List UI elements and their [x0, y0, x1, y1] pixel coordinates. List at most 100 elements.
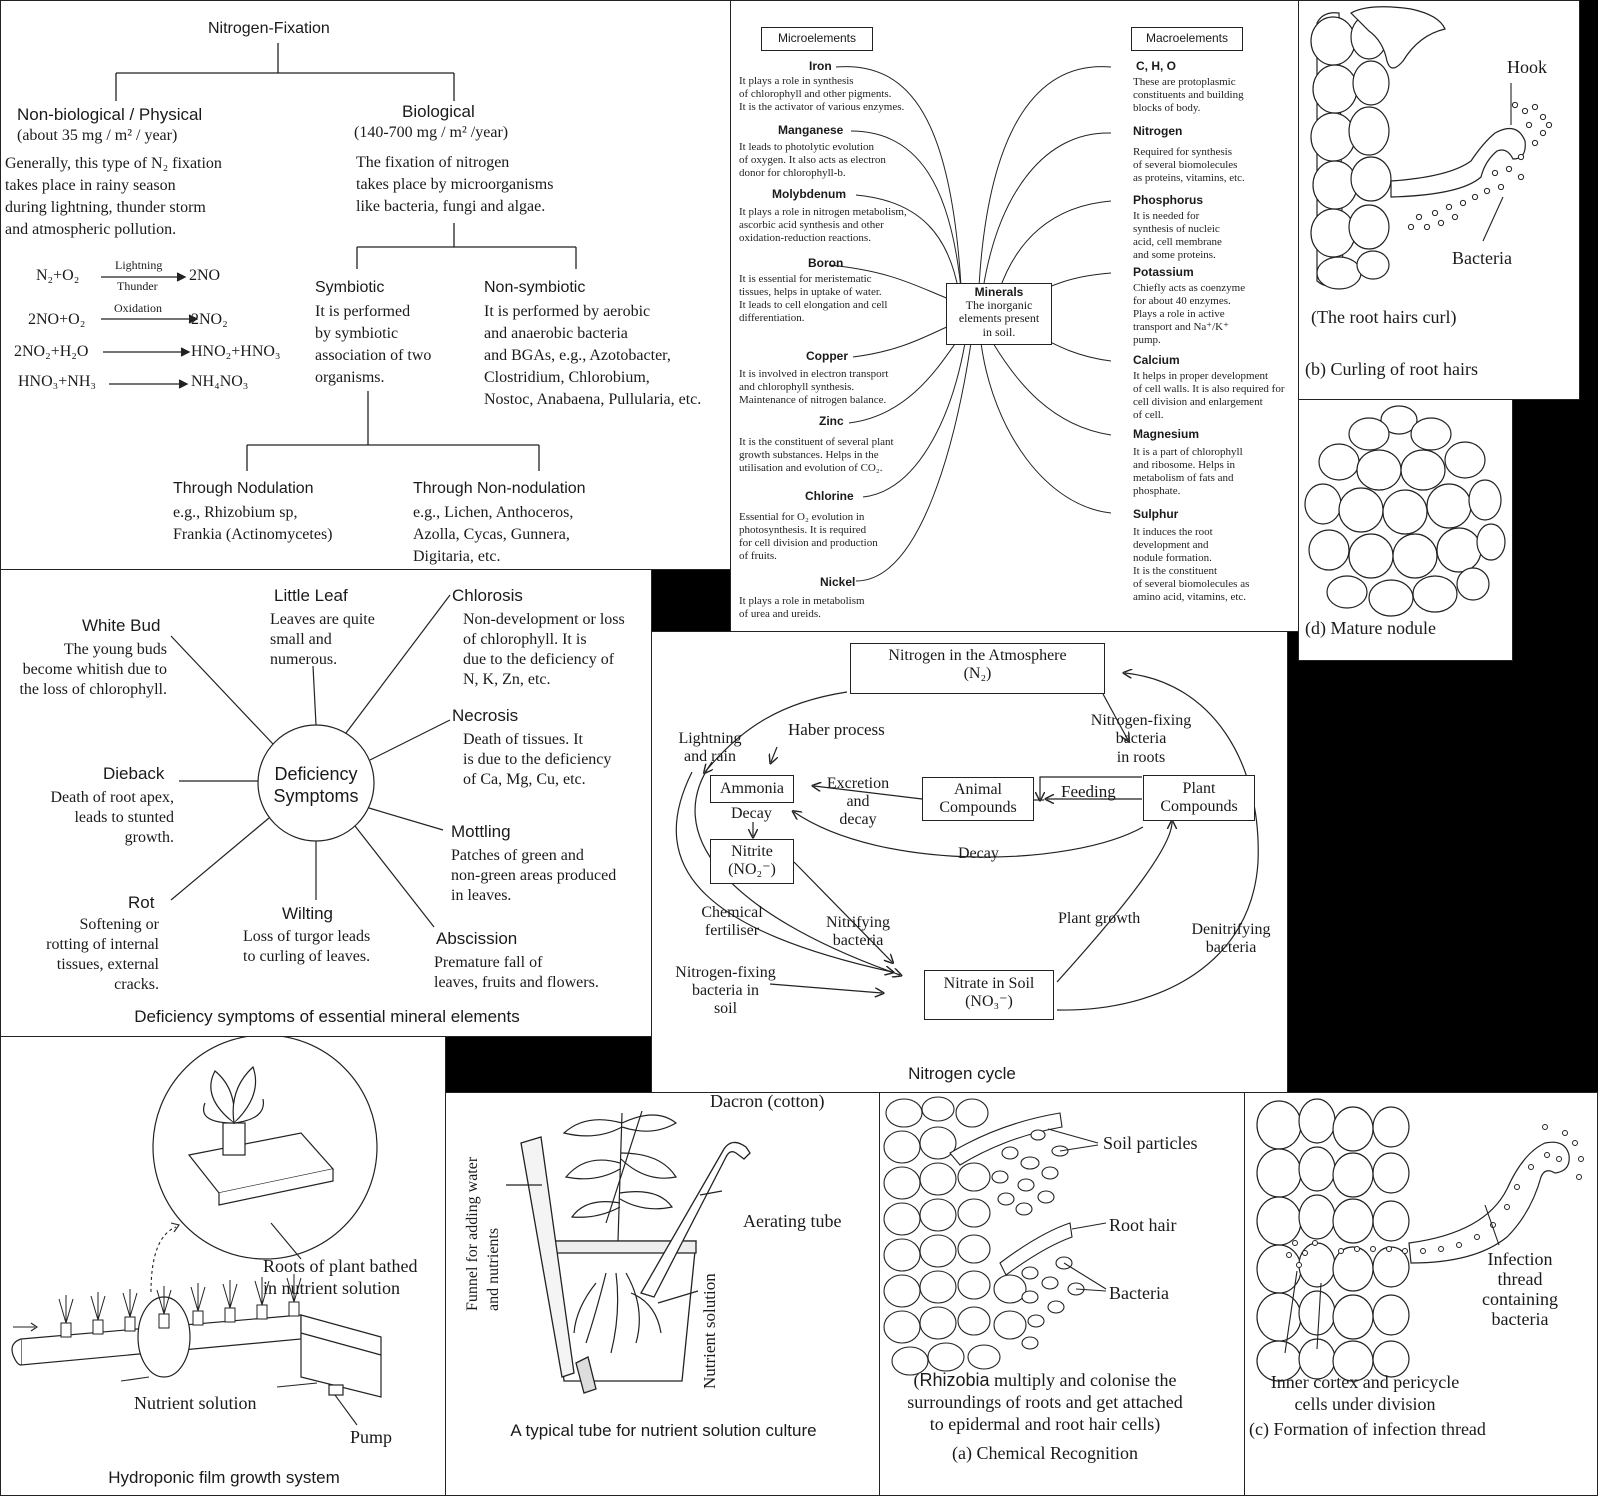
eq1-bottom: Thunder	[117, 279, 158, 293]
minerals-panel: Microelements Macroelements Minerals The…	[730, 0, 1300, 632]
mature-caption: (d) Mature nodule	[1305, 618, 1436, 638]
macro-nitrogen-name: Nitrogen	[1133, 124, 1183, 138]
micro-chlorine-name: Chlorine	[805, 489, 854, 503]
deficiency-caption: Deficiency symptoms of essential mineral…	[134, 1007, 520, 1026]
nitrogen-fixation-panel: Nitrogen-Fixation Non-biological / Physi…	[0, 0, 731, 570]
nodulation-heading: Through Nodulation	[173, 480, 314, 497]
microelements-label: Microelements	[761, 27, 873, 51]
eq3-left: 2NO₂+H₂O	[14, 343, 89, 360]
micro-nickel-name: Nickel	[820, 575, 856, 589]
nitrogen-cycle-arrows	[675, 632, 1259, 1011]
tube-aerating-label: Aerating tube	[743, 1211, 842, 1231]
root-hair-curl-illustration	[1310, 6, 1553, 290]
curling-bacteria-label: Bacteria	[1452, 248, 1512, 268]
eq2-left: 2NO+O₂	[28, 311, 86, 328]
feeding-label: Feeding	[1061, 782, 1116, 801]
hydro-pump-label: Pump	[350, 1427, 393, 1447]
macro-potassium-name: Potassium	[1133, 265, 1194, 279]
deficiency-spokes	[170, 594, 451, 928]
chemrec-roothair-label: Root hair	[1109, 1215, 1177, 1235]
nonbio-heading: Non-biological / Physical	[17, 105, 203, 124]
chemrec-soil-label: Soil particles	[1103, 1133, 1198, 1153]
minerals-spokes	[828, 66, 1112, 582]
mature-nodule-illustration	[1304, 405, 1506, 617]
tube-caption: A typical tube for nutrient solution cul…	[510, 1421, 817, 1440]
micro-boron-name: Boron	[808, 256, 844, 270]
white-bud-name: White Bud	[82, 616, 161, 635]
eq2-right: 2NO₂	[191, 311, 228, 328]
nitrite-box: Nitrite(NO₂⁻)	[710, 839, 794, 884]
mature-nodule-panel: (d) Mature nodule	[1298, 399, 1513, 661]
macro-sulphur-name: Sulphur	[1133, 507, 1179, 521]
symbiotic-heading: Symbiotic	[315, 279, 385, 296]
macro-phosphorus-name: Phosphorus	[1133, 193, 1204, 207]
nitrogen-cycle-panel: Nitrogen in the Atmosphere(N₂) Lightning…	[651, 631, 1288, 1093]
infection-caption: (c) Formation of infection thread	[1249, 1419, 1486, 1439]
wilting-name: Wilting	[282, 904, 334, 923]
bio-rate: (140-700 mg / m² /year)	[354, 124, 509, 141]
hook-label: Hook	[1507, 57, 1547, 77]
micro-molybdenum-desc: It plays a role in nitrogen metabolism,a…	[739, 206, 907, 244]
nonnodulation-heading: Through Non-nodulation	[413, 480, 586, 497]
decay-label-2: Decay	[958, 845, 999, 862]
eq4-right: NH₄NO₃	[191, 373, 249, 390]
hydroponic-illustration	[11, 1037, 382, 1426]
macroelements-label: Macroelements	[1131, 27, 1243, 51]
tube-dacron-label: Dacron (cotton)	[710, 1092, 825, 1111]
abscission-name: Abscission	[436, 929, 518, 948]
decay-label-1: Decay	[731, 805, 772, 822]
haber-label: Haber process	[788, 720, 885, 739]
eq1-left: N₂+O₂	[36, 267, 80, 284]
tube-solution-label: Nutrient solution	[700, 1273, 719, 1389]
micro-molybdenum-name: Molybdenum	[772, 187, 846, 201]
bio-heading: Biological	[402, 102, 475, 121]
hydro-caption: Hydroponic film growth system	[108, 1468, 340, 1487]
nonsymbiotic-heading: Non-symbiotic	[484, 279, 586, 296]
atmosphere-box: Nitrogen in the Atmosphere(N₂)	[850, 643, 1105, 694]
eq1-right: 2NO	[189, 267, 221, 284]
micro-copper-name: Copper	[806, 349, 848, 363]
chemical-recognition-panel: Soil particles Root hair Bacteria (Rhizo…	[879, 1092, 1245, 1496]
micro-iron-name: Iron	[809, 59, 832, 73]
micro-manganese-name: Manganese	[778, 123, 844, 137]
chemrec-desc: (Rhizobia multiply and colonise the surr…	[907, 1370, 1183, 1434]
ammonia-box: Ammonia	[710, 775, 794, 803]
nodulation-desc: e.g., Rhizobium sp,Frankia (Actinomycete…	[173, 504, 333, 543]
mottling-name: Mottling	[451, 822, 511, 841]
little-leaf-name: Little Leaf	[274, 586, 348, 605]
necrosis-name: Necrosis	[452, 706, 519, 725]
fixation-title: Nitrogen-Fixation	[208, 20, 330, 37]
eq2-top: Oxidation	[114, 301, 162, 315]
rot-name: Rot	[128, 893, 155, 912]
macro-cho-name: C, H, O	[1136, 59, 1177, 73]
fixation-tree-lines	[101, 43, 577, 471]
